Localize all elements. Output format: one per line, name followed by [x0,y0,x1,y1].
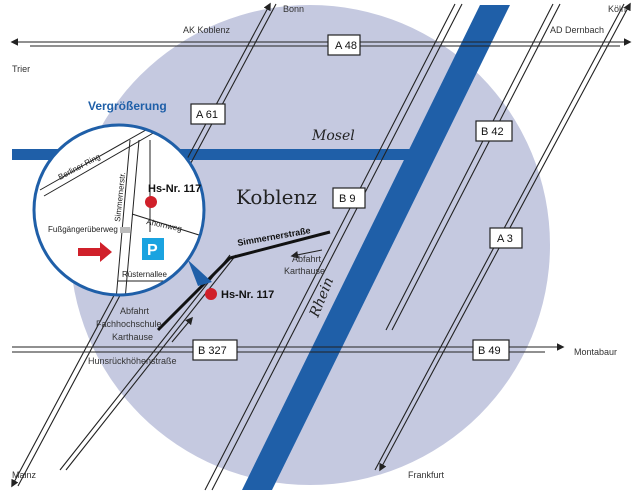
label-ad-dernbach: AD Dernbach [550,25,604,35]
inset-connector [188,260,212,286]
label-mosel: Mosel [311,128,355,144]
shield-b9-label: B 9 [339,193,356,205]
shield-a61-label: A 61 [196,109,218,121]
shield-b42-label: B 42 [481,126,504,138]
shield-a3-label: A 3 [497,233,513,245]
shield-b327: B 327 [192,339,238,361]
label-hs-nr-main: Hs-Nr. 117 [221,289,274,301]
location-marker [205,288,217,300]
inset-title: Vergrößerung [88,99,167,113]
shield-b42: B 42 [475,120,513,142]
exit-arrow-karthause [290,249,323,259]
label-abfahrt-fh-2: Fachhochschule [96,319,162,329]
label-koeln: Köln [608,4,626,14]
road-hunsrueck-line-1 [59,254,231,471]
label-bonn: Bonn [283,4,304,14]
label-abfahrt-fh-3: Karthause [112,332,153,342]
label-ak-koblenz: AK Koblenz [183,25,231,35]
label-koblenz: Koblenz [236,185,317,209]
parking-label: P [147,242,158,259]
inset-label-fussgaengerueberweg: Fußgängerüberweg [48,225,118,234]
label-trier: Trier [12,64,30,74]
shield-b9: B 9 [332,187,366,209]
label-abfahrt-karthause-1: Abfahrt [292,254,322,264]
shield-b327-label: B 327 [198,345,227,357]
shield-b49: B 49 [472,339,510,361]
label-abfahrt-karthause-2: Karthause [284,266,325,276]
label-frankfurt: Frankfurt [408,470,445,480]
shield-a48: A 48 [327,34,361,56]
inset-crosswalk [120,227,130,233]
road-b9-line-2 [385,3,554,331]
label-mainz: Mainz [12,470,37,480]
inset-label-ruesternallee: Rüsternallee [122,270,167,279]
label-abfahrt-fh-1: Abfahrt [120,306,150,316]
shield-b49-label: B 49 [478,345,501,357]
inset-location-marker [145,196,157,208]
simmernerstrasse-road [156,230,331,332]
parking-icon [142,238,164,260]
label-montabaur: Montabaur [574,347,617,357]
shield-a61: A 61 [190,103,226,125]
road-b9-line-1 [391,3,561,331]
inset-label-hs-nr: Hs-Nr. 117 [148,183,201,195]
exit-arrow-fachhochschule [171,316,193,343]
pointer-arrow [78,242,112,262]
shield-a48-label: A 48 [335,40,357,52]
label-hunsrueckhoehenstrasse: Hunsrückhöhenstraße [88,356,177,366]
shield-a3: A 3 [489,227,523,249]
